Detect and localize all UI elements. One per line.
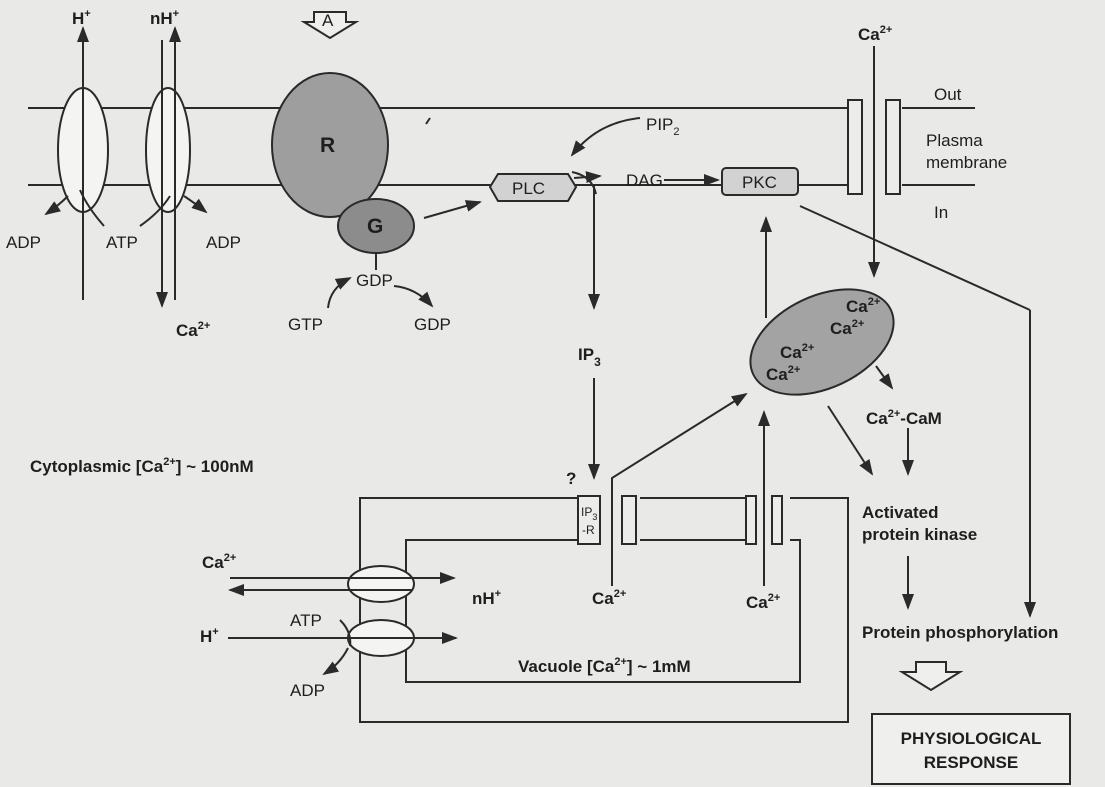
label-activated: Activated [862, 503, 939, 522]
label-h-plus-top: H+ [72, 8, 91, 28]
label-ip3: IP3 [578, 345, 601, 369]
label-protein-kinase: protein kinase [862, 525, 977, 544]
physiological-response-box [872, 714, 1070, 784]
ca-h-antiporter-plasma [140, 28, 206, 306]
label-vacuole-ca: Vacuole [Ca2+] ~ 1mM [518, 656, 691, 676]
label-adp-left: ADP [6, 233, 41, 252]
label-pkc: PKC [742, 173, 777, 192]
label-adp-vac: ADP [290, 681, 325, 700]
label-membrane: membrane [926, 153, 1007, 172]
cytosolic-ca-pool [734, 268, 911, 416]
label-gtp: GTP [288, 315, 323, 334]
label-atp-mid: ATP [106, 233, 138, 252]
label-cytoplasmic-ca: Cytoplasmic [Ca2+] ~ 100nM [30, 456, 254, 476]
label-dag: DAG [626, 171, 663, 190]
label-ip3r-2: -R [582, 523, 595, 537]
label-receptor: R [320, 134, 335, 157]
label-in: In [934, 203, 948, 222]
label-gdp-bottom: GDP [414, 315, 451, 334]
label-ca-vac-left: Ca2+ [202, 552, 236, 572]
label-protein-phosphorylation: Protein phosphorylation [862, 623, 1058, 642]
label-ca-cam: Ca2+-CaM [866, 408, 942, 428]
label-response-1: PHYSIOLOGICAL [901, 729, 1042, 748]
label-h-vac: H+ [200, 626, 219, 646]
label-ca-ch1: Ca2+ [592, 588, 626, 608]
label-ca-top: Ca2+ [858, 24, 892, 44]
label-response-2: RESPONSE [924, 753, 1018, 772]
label-plasma: Plasma [926, 131, 983, 150]
label-agonist: A [322, 11, 334, 30]
h-atpase-pump [46, 28, 108, 300]
label-atp-vac: ATP [290, 611, 322, 630]
label-plc: PLC [512, 179, 545, 198]
label-out: Out [934, 85, 962, 104]
vacuole-ca-h-antiporter [230, 566, 454, 602]
label-ca-ch2: Ca2+ [746, 592, 780, 612]
label-adp-mid: ADP [206, 233, 241, 252]
response-arrow [902, 662, 960, 690]
label-nh-plus-top: nH+ [150, 8, 179, 28]
label-question: ? [566, 469, 576, 488]
label-g-protein: G [367, 215, 383, 238]
label-gdp-top: GDP [356, 271, 393, 290]
label-ca-pump: Ca2+ [176, 320, 210, 340]
label-pip2: PIP2 [646, 115, 680, 138]
label-nh-vac: nH+ [472, 588, 501, 608]
vacuole-h-atpase [228, 620, 456, 674]
